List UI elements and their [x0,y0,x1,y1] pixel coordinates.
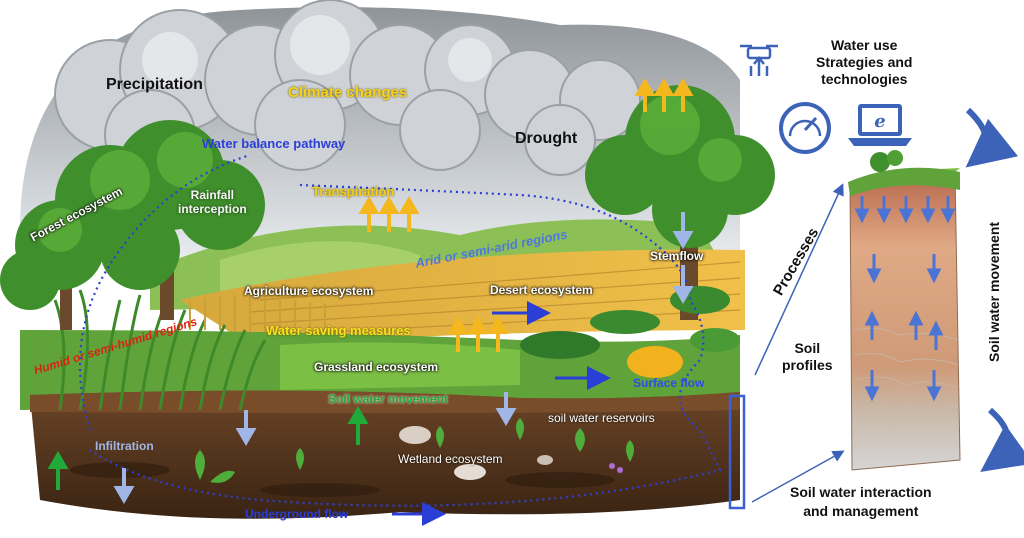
horizontal-flow-arrows [392,301,611,526]
soil-cross-section [30,390,740,519]
curved-arrow-bottom [980,407,1024,472]
water-balance-pathway-label: Water balance pathway [202,136,346,151]
soil-water-interaction-label: Soil water interaction and management [790,484,932,519]
right-panel: e [740,44,1024,503]
rainfall-interception-label: Rainfall interception [178,188,247,216]
downflow-arrows [113,212,694,504]
sprouts [195,418,634,483]
soil-water-reservoirs-label: soil water reservoirs [548,411,655,425]
water-saving-measures-label: Water saving measures [266,323,411,338]
desert-ecosystem-label: Desert ecosystem [490,283,593,297]
soil-profiles-label: Soil profiles [782,340,833,373]
upflow-arrows [47,406,369,490]
curved-arrow-top [965,107,1019,168]
infiltration-label: Infiltration [95,439,154,453]
drone-icon [740,44,778,76]
soil-water-movement-ground-label: Soil water movement [328,392,449,406]
transpiration-label: Transpiration [312,184,395,199]
wheat-rows [189,296,326,334]
climate-changes-label: Climate changes [288,84,408,101]
drought-label: Drought [515,130,578,147]
soil-column [848,150,961,471]
processes-arrow [754,183,844,376]
shrubs [520,286,740,378]
forest-trees [0,120,265,330]
surface-flow-label: Surface flow [633,376,705,390]
soil-water-movement-panel-label: Soil water movement [986,221,1002,362]
transpiration-arrows [358,78,694,352]
agriculture-ecosystem-label: Agriculture ecosystem [244,284,374,298]
water-use-strategies-label: Water use Strategies and technologies [816,37,913,87]
laptop-browser-icon: e [848,104,912,146]
gauge-icon [779,102,831,154]
grassland-ecosystem-label: Grassland ecosystem [314,360,439,374]
stemflow-label: Stemflow [650,249,704,263]
underground-flow-label: Underground flow [245,507,349,521]
reservoir-tube [728,394,746,510]
svg-text:e: e [874,111,885,132]
precipitation-label: Precipitation [106,76,203,93]
wetland-ecosystem-label: Wetland ecosystem [398,452,503,466]
interaction-arrow [751,450,845,503]
rocks [399,426,553,480]
